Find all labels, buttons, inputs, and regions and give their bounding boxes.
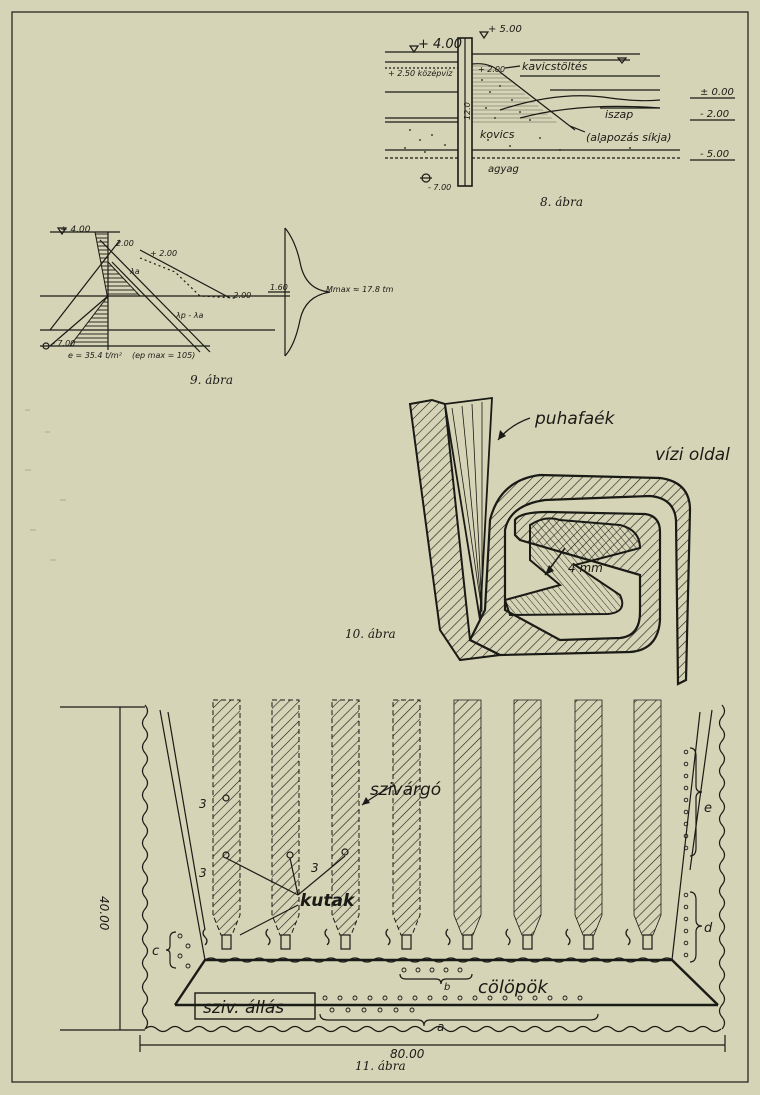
fig11-c: c [152,944,159,959]
fig8-iszap: iszap [605,108,633,121]
fig8-kavicstoltes: kavicstöltés [522,60,588,73]
fig8-top-level: + 5.00 [488,24,522,35]
fig10-puhafaek: puhafaék [534,409,616,429]
drain-strips [212,699,662,936]
figure-8: + 5.00 + 4.00 + 2.50 középvíz + 2.00 kav… [385,24,735,209]
fig9-ka: λa [129,267,140,276]
figure-10: puhafaék vízi oldal 4 mm 10. ábra [345,396,730,686]
fig9-l200c: - 2.00 [228,291,251,300]
page-border [11,11,749,1083]
fig9-epmax: (ep max = 105) [132,351,195,360]
fig8-level-m7: - 7.00 [428,183,451,192]
fig8-depth: 12.0 [463,102,472,120]
figure-9: + 4.00 2.00 + 2.00 - 2.00 - 7.00 e = 35.… [40,225,394,387]
fig9-l160: 1.60 [270,283,288,292]
fig11-three-b: 3 [199,866,207,880]
fig10-caption: 10. ábra [345,627,396,641]
fig9-ep: e = 35.4 t/m² [68,351,123,360]
fig8-alaposas: (alapozás síkja) [586,131,672,144]
pump-station-box [194,992,316,1020]
fig11-a: a [437,1020,444,1034]
fig9-l200a: 2.00 [116,239,134,248]
fig9-caption: 9. ábra [190,373,233,387]
fig11-kutak: kutak [300,891,356,911]
fig8-agyag: agyag [488,164,519,175]
fig11-height: 40.00 [97,896,111,931]
fig8-level-m2: - 2.00 [700,109,729,120]
fig9-water: + 4.00 [60,225,91,235]
fig8-level-0: ± 0.00 [700,87,734,98]
fig8-level-m5: - 5.00 [700,149,729,160]
figure-11: szivárgó kutak cölöpök sziv. állás 80.00… [60,699,726,1073]
pile-dots [177,749,689,1013]
fig8-kozepviz: + 2.50 középvíz [388,68,453,78]
fig8-caption: 8. ábra [540,195,583,209]
fig8-fill-top: + 2.00 [478,65,505,74]
fig10-gap: 4 mm [568,561,603,575]
fig11-width: 80.00 [390,1047,425,1061]
fig9-l700: - 7.00 [52,339,75,348]
fig11-szivargo: szivárgó [370,780,441,800]
fig11-sziv-allas: sziv. állás [203,998,284,1018]
fig11-three-c: 3 [311,861,319,875]
fig9-l200b: + 2.00 [150,249,177,258]
fig11-caption: 11. ábra [355,1059,406,1073]
fig11-d: d [704,921,713,936]
fig11-calopok: cölöpök [478,977,549,998]
fig11-e: e [704,801,712,816]
fig8-water-level: + 4.00 [418,37,462,52]
fig8-kavics: kovics [480,128,515,141]
wells [221,934,653,950]
fig9-mmax: Mmax ≈ 17.8 tm [326,285,394,294]
fig9-kp: λp - λa [175,311,204,320]
fig11-b: b [444,982,450,993]
fig10-vizi-oldal: vízi oldal [655,445,730,465]
fig11-three-a: 3 [199,797,207,811]
